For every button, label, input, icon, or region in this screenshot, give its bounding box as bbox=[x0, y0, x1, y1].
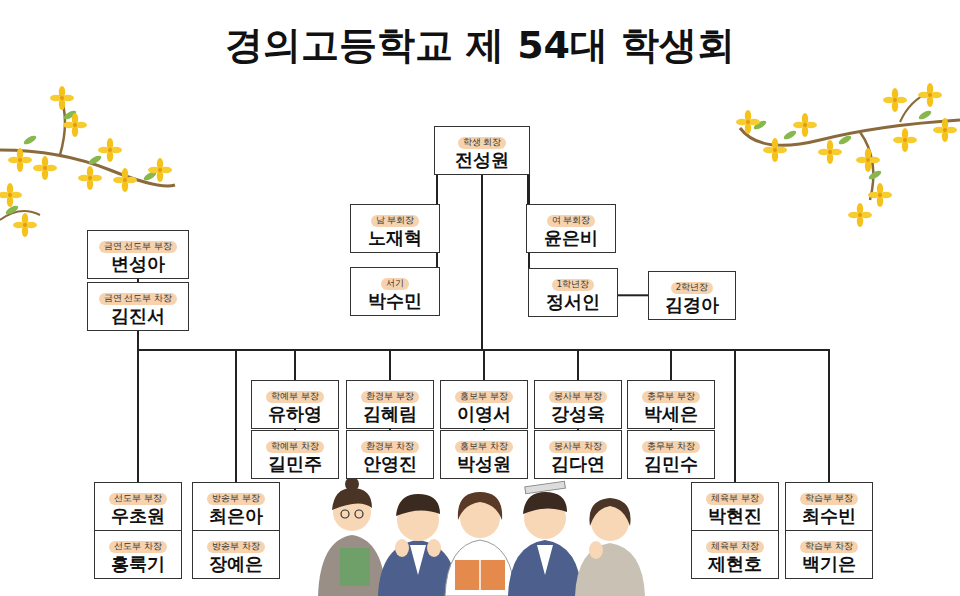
member-name: 길민주 bbox=[259, 453, 331, 475]
member-box: 홍보부 부장이영서 bbox=[440, 380, 528, 429]
role-label: 선도부 부장 bbox=[109, 493, 167, 505]
member-name: 백기은 bbox=[793, 553, 865, 575]
member-box: 총무부 차장김민수 bbox=[627, 430, 715, 479]
role-label: 방송부 부장 bbox=[207, 493, 265, 505]
role-label: 2학년장 bbox=[671, 282, 713, 294]
member-box: 학습부 부장최수빈 bbox=[785, 482, 873, 531]
member-name: 김진서 bbox=[95, 305, 181, 327]
role-label: 남 부회장 bbox=[371, 215, 420, 227]
member-name: 정서인 bbox=[536, 291, 610, 313]
member-box: 금연 선도부 차장김진서 bbox=[87, 282, 189, 331]
role-label: 금연 선도부 부장 bbox=[99, 241, 177, 253]
member-name: 안영진 bbox=[354, 453, 426, 475]
member-name: 홍룩기 bbox=[102, 553, 174, 575]
member-box: 홍보부 차장박성원 bbox=[440, 430, 528, 479]
role-label: 1학년장 bbox=[552, 279, 594, 291]
role-label: 학생 회장 bbox=[458, 137, 507, 149]
member-name: 김민수 bbox=[635, 453, 707, 475]
member-box: 학생 회장전성원 bbox=[434, 126, 530, 175]
member-name: 유하영 bbox=[259, 403, 331, 425]
role-label: 홍보부 부장 bbox=[455, 391, 513, 403]
member-box: 학예부 차장길민주 bbox=[251, 430, 339, 479]
role-label: 봉사부 차장 bbox=[549, 441, 607, 453]
role-label: 학예부 부장 bbox=[266, 391, 324, 403]
member-box: 봉사부 차장김다연 bbox=[534, 430, 622, 479]
member-box: 학예부 부장유하영 bbox=[251, 380, 339, 429]
org-connector bbox=[138, 175, 482, 350]
member-name: 강성욱 bbox=[542, 403, 614, 425]
forsythia-left bbox=[0, 86, 175, 237]
students-illustration bbox=[318, 477, 645, 596]
role-label: 선도부 차장 bbox=[109, 541, 167, 553]
member-box: 남 부회장노재혁 bbox=[350, 204, 440, 253]
member-box: 체육부 부장박현진 bbox=[691, 482, 779, 531]
member-name: 제현호 bbox=[699, 553, 771, 575]
member-name: 최수빈 bbox=[793, 505, 865, 527]
member-box: 금연 선도부 부장변성아 bbox=[87, 230, 189, 279]
member-name: 노재혁 bbox=[358, 227, 432, 249]
org-connector bbox=[482, 175, 829, 482]
role-label: 체육부 차장 bbox=[706, 541, 764, 553]
role-label: 홍보부 차장 bbox=[455, 441, 513, 453]
role-label: 여 부회장 bbox=[547, 215, 596, 227]
member-box: 방송부 차장장예은 bbox=[192, 530, 280, 579]
role-label: 체육부 부장 bbox=[706, 493, 764, 505]
member-box: 환경부 차장안영진 bbox=[346, 430, 434, 479]
org-connector bbox=[138, 175, 482, 482]
member-name: 김경아 bbox=[656, 294, 728, 316]
member-name: 우초원 bbox=[102, 505, 174, 527]
role-label: 금연 선도부 차장 bbox=[99, 293, 177, 305]
role-label: 학예부 차장 bbox=[266, 441, 324, 453]
member-name: 박세은 bbox=[635, 403, 707, 425]
member-name: 최은아 bbox=[200, 505, 272, 527]
member-name: 박성원 bbox=[448, 453, 520, 475]
role-label: 환경부 차장 bbox=[361, 441, 419, 453]
member-box: 체육부 차장제현호 bbox=[691, 530, 779, 579]
member-box: 여 부회장윤은비 bbox=[526, 204, 616, 253]
member-name: 박수민 bbox=[358, 290, 432, 312]
member-name: 장예은 bbox=[200, 553, 272, 575]
role-label: 방송부 차장 bbox=[207, 541, 265, 553]
role-label: 봉사부 부장 bbox=[549, 391, 607, 403]
member-box: 학습부 차장백기은 bbox=[785, 530, 873, 579]
member-name: 김다연 bbox=[542, 453, 614, 475]
member-box: 총무부 부장박세은 bbox=[627, 380, 715, 429]
forsythia-right bbox=[736, 83, 960, 227]
member-name: 이영서 bbox=[448, 403, 520, 425]
org-connector bbox=[618, 294, 648, 296]
member-box: 선도부 부장우초원 bbox=[94, 482, 182, 531]
role-label: 학습부 부장 bbox=[800, 493, 858, 505]
member-name: 김혜림 bbox=[354, 403, 426, 425]
member-name: 박현진 bbox=[699, 505, 771, 527]
role-label: 환경부 부장 bbox=[361, 391, 419, 403]
member-name: 윤은비 bbox=[534, 227, 608, 249]
member-box: 선도부 차장홍룩기 bbox=[94, 530, 182, 579]
role-label: 총무부 부장 bbox=[642, 391, 700, 403]
chart-title: 경의고등학교 제 54대 학생회 bbox=[0, 20, 960, 71]
member-name: 변성아 bbox=[95, 253, 181, 275]
role-label: 서기 bbox=[381, 278, 409, 290]
member-box: 환경부 부장김혜림 bbox=[346, 380, 434, 429]
role-label: 총무부 차장 bbox=[642, 441, 700, 453]
member-box: 서기박수민 bbox=[350, 267, 440, 316]
member-box: 2학년장김경아 bbox=[648, 271, 736, 320]
member-box: 봉사부 부장강성욱 bbox=[534, 380, 622, 429]
role-label: 학습부 차장 bbox=[800, 541, 858, 553]
member-box: 방송부 부장최은아 bbox=[192, 482, 280, 531]
member-name: 전성원 bbox=[442, 149, 522, 171]
member-box: 1학년장정서인 bbox=[528, 268, 618, 317]
